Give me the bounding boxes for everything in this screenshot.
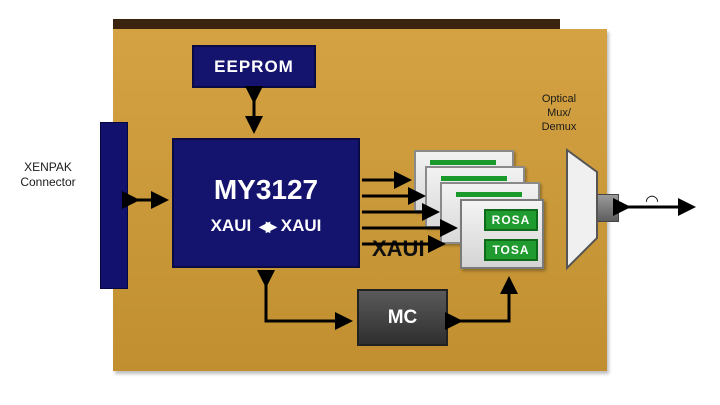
optical-mux-label: Optical Mux/ Demux: [541, 93, 577, 133]
chip-subtitle: XAUI ◀▶ XAUI: [174, 216, 358, 236]
xenpak-connector-label: XENPAK Connector: [20, 160, 76, 189]
optical-mux-shape: [566, 148, 598, 271]
module-strip: [456, 192, 522, 197]
mc-module-link: [445, 276, 518, 330]
chip-left-label: XAUI: [210, 216, 252, 235]
module-strip: [430, 160, 496, 165]
rosa-block: ROSA: [484, 209, 538, 231]
xaui-bus-label: XAUI: [372, 236, 425, 261]
mc-block: MC: [357, 289, 448, 346]
chip-right-label: XAUI: [280, 216, 322, 235]
chip-mc-link: [257, 270, 353, 330]
tosa-block: TOSA: [484, 239, 538, 261]
my3127-chip: MY3127 XAUI ◀▶ XAUI: [172, 138, 360, 268]
double-arrow-icon: ◀▶: [259, 217, 276, 234]
board-top-edge: [113, 19, 560, 29]
chip-title: MY3127: [213, 174, 319, 205]
eeprom-block: EEPROM: [192, 45, 316, 88]
module-strip: [441, 176, 507, 181]
optical-module-front: ROSA TOSA: [460, 199, 544, 269]
